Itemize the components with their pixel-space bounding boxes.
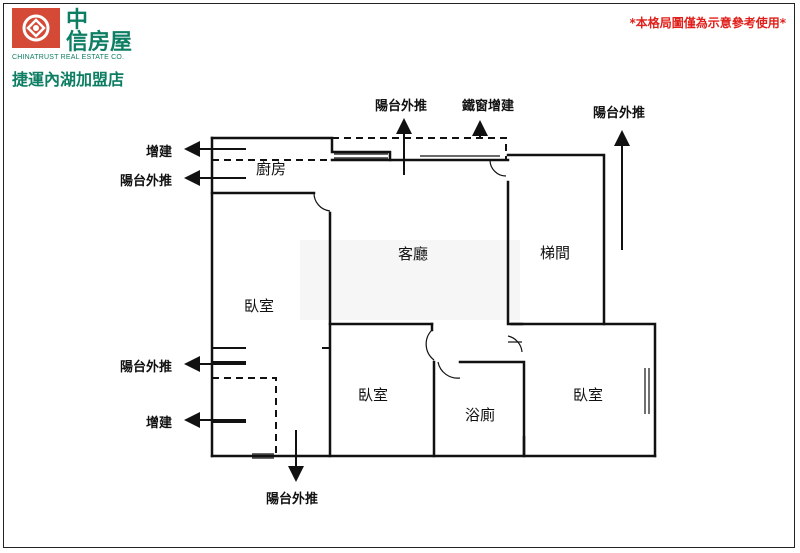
logo-brand-line1: 中 [66,8,90,33]
dashed-iron-window [332,137,507,160]
company-logo: 中 信房屋 CHINATRUST REAL ESTATE CO. 捷運內湖加盟店 [12,8,162,89]
wall-stairwell [506,180,524,326]
chinatrust-logo-icon [12,8,60,48]
wall-right [506,153,657,458]
wall-bath [458,360,526,458]
logo-brand-line2: 信房屋 [66,30,133,55]
annotation-balcony-mid-left: 陽台外推 [120,360,173,375]
wall-bottom [210,436,657,458]
logo-english-name: CHINATRUST REAL ESTATE CO. [12,54,125,61]
annotation-iron-window: 鐵窗增建 [462,99,515,114]
room-bedroom-left: 臥室 [244,297,275,315]
annotation-extension-top: 增建 [146,145,173,160]
dashed-extension-bottom [212,377,277,456]
room-kitchen: 廚房 [256,160,287,178]
annotation-balcony-top: 陽台外推 [375,99,428,114]
annotation-balcony-bottom: 陽台外推 [266,492,319,507]
room-living: 客廳 [398,245,429,263]
page-frame [3,3,795,548]
room-bathroom: 浴廁 [465,406,496,424]
room-bedroom-right: 臥室 [573,386,604,404]
annotation-balcony-top-left: 陽台外推 [120,174,173,189]
logo-branch-name: 捷運內湖加盟店 [12,70,125,89]
room-stairwell: 梯間 [540,244,571,262]
disclaimer-note: *本格局圖僅為示意參考使用* [629,16,786,30]
annotation-balcony-top-right: 陽台外推 [593,106,646,121]
watermark [300,240,520,320]
room-bedroom-middle: 臥室 [358,386,389,404]
wall-top-left [210,136,392,162]
annotation-extension-bottom: 增建 [146,416,173,431]
